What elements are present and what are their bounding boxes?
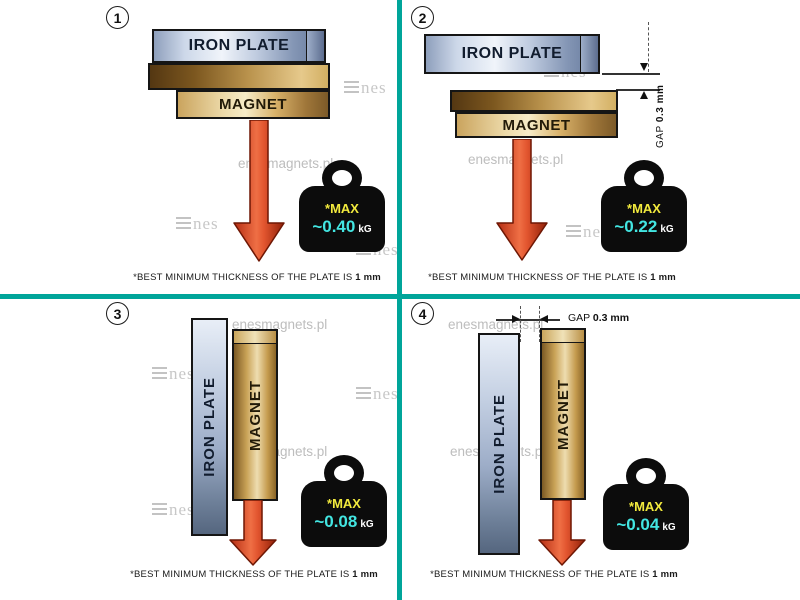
enes-logo-text: nes bbox=[373, 384, 399, 403]
enes-logo-bars-icon bbox=[566, 225, 581, 238]
enes-logo-text: nes bbox=[169, 500, 195, 519]
gap-dim-line-bottom bbox=[616, 89, 660, 91]
site-watermark: enesmagnets.pl bbox=[232, 317, 328, 332]
divider-horizontal bbox=[0, 294, 800, 299]
plate-endcap bbox=[306, 31, 324, 61]
enes-logo-text: nes bbox=[193, 214, 219, 233]
max-label: *MAX bbox=[327, 496, 361, 511]
enes-logo-bars-icon bbox=[176, 217, 191, 230]
panel-number: 1 bbox=[106, 6, 129, 29]
iron-plate-label: IRON PLATE bbox=[201, 377, 218, 477]
force-value: ~0.04 bbox=[616, 515, 660, 534]
max-label: *MAX bbox=[325, 201, 359, 216]
iron-plate-label: IRON PLATE bbox=[461, 45, 563, 62]
pull-force-arrow-icon bbox=[538, 500, 586, 566]
plate-endcap bbox=[580, 36, 598, 72]
gap-value: 0.3 mm bbox=[592, 312, 630, 324]
gap-dim-line-top bbox=[602, 73, 660, 75]
gap-word: GAP bbox=[655, 125, 666, 148]
gap-word: GAP bbox=[568, 312, 590, 324]
gap-arrow-right-icon bbox=[512, 315, 520, 323]
gap-arrow-left-icon bbox=[540, 315, 548, 323]
divider-vertical bbox=[397, 0, 402, 600]
force-value: ~0.22 bbox=[614, 217, 658, 236]
gap-extension-line bbox=[539, 306, 540, 342]
max-label: *MAX bbox=[629, 499, 663, 514]
magnet-label: MAGNET bbox=[502, 116, 571, 134]
gap-extension-line bbox=[520, 306, 521, 342]
magnet: MAGNET bbox=[540, 328, 586, 500]
max-label: *MAX bbox=[627, 201, 661, 216]
iron-plate-label: IRON PLATE bbox=[188, 37, 290, 54]
caption-text: *BEST MINIMUM THICKNESS OF THE PLATE IS bbox=[133, 272, 353, 283]
enes-logo-watermark: nes bbox=[152, 500, 195, 520]
enes-logo-watermark: nes bbox=[356, 384, 399, 404]
caption: *BEST MINIMUM THICKNESS OF THE PLATE IS … bbox=[122, 569, 386, 580]
enes-logo-text: nes bbox=[361, 78, 387, 97]
force-unit: kG bbox=[360, 519, 374, 530]
enes-logo-text: nes bbox=[169, 364, 195, 383]
force-value: ~0.08 bbox=[314, 512, 358, 531]
force-unit: kG bbox=[662, 522, 676, 533]
pull-force-arrow-icon bbox=[229, 500, 277, 566]
pull-force-arrow-icon bbox=[233, 120, 285, 262]
magnet: MAGNET bbox=[176, 90, 330, 119]
panel-number: 2 bbox=[411, 6, 434, 29]
iron-plate: IRON PLATE bbox=[424, 34, 600, 74]
caption-text: *BEST MINIMUM THICKNESS OF THE PLATE IS bbox=[130, 569, 350, 580]
force-unit: kG bbox=[660, 224, 674, 235]
gap-arrow-down-icon bbox=[640, 63, 648, 71]
gap-arrow-up-icon bbox=[640, 91, 648, 99]
gap-dim-line bbox=[496, 319, 560, 321]
caption: *BEST MINIMUM THICKNESS OF THE PLATE IS … bbox=[424, 569, 684, 580]
caption: *BEST MINIMUM THICKNESS OF THE PLATE IS … bbox=[425, 272, 679, 283]
enes-logo-watermark: nes bbox=[176, 214, 219, 234]
magnet-label: MAGNET bbox=[246, 379, 264, 451]
enes-logo-watermark: nes bbox=[344, 78, 387, 98]
gap-extension-line bbox=[648, 22, 649, 72]
pull-force-arrow-icon bbox=[496, 139, 548, 261]
gap-label: GAP 0.3 mm bbox=[568, 312, 629, 324]
iron-plate: IRON PLATE bbox=[478, 333, 520, 555]
panel-number: 3 bbox=[106, 302, 129, 325]
iron-plate-label: IRON PLATE bbox=[490, 394, 508, 494]
enes-logo-bars-icon bbox=[356, 387, 371, 400]
caption-bold: 1 mm bbox=[652, 569, 678, 580]
iron-plate: IRON PLATE bbox=[152, 29, 326, 63]
magnet-label: MAGNET bbox=[219, 96, 287, 113]
caption: *BEST MINIMUM THICKNESS OF THE PLATE IS … bbox=[125, 272, 389, 283]
gap-value: 0.3 mm bbox=[655, 84, 666, 123]
gap-label: GAP 0.3 mm bbox=[655, 76, 666, 148]
magnet-top-face bbox=[148, 63, 330, 90]
panel-number: 4 bbox=[411, 302, 434, 325]
caption-bold: 1 mm bbox=[355, 272, 381, 283]
caption-text: *BEST MINIMUM THICKNESS OF THE PLATE IS bbox=[428, 272, 648, 283]
caption-text: *BEST MINIMUM THICKNESS OF THE PLATE IS bbox=[430, 569, 650, 580]
enes-logo-watermark: nes bbox=[152, 364, 195, 384]
enes-logo-bars-icon bbox=[344, 81, 359, 94]
magnet-top-face bbox=[450, 90, 618, 112]
force-unit: kG bbox=[358, 224, 372, 235]
caption-bold: 1 mm bbox=[650, 272, 676, 283]
enes-logo-bars-icon bbox=[152, 503, 167, 516]
magnet-label: MAGNET bbox=[554, 378, 572, 450]
magnet: MAGNET bbox=[232, 329, 278, 501]
enes-logo-bars-icon bbox=[152, 367, 167, 380]
magnet: MAGNET bbox=[455, 112, 618, 138]
iron-plate: IRON PLATE bbox=[191, 318, 228, 536]
caption-bold: 1 mm bbox=[352, 569, 378, 580]
force-value: ~0.40 bbox=[312, 217, 356, 236]
